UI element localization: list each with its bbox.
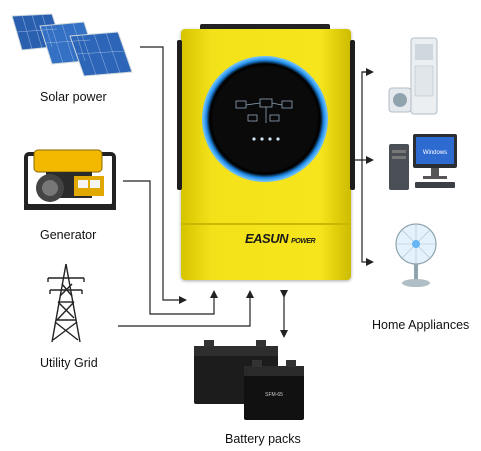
solar-power-label: Solar power <box>40 90 107 104</box>
battery-model: SFM-65 <box>265 392 283 398</box>
generator-wire <box>123 180 218 315</box>
brand-name: EASUN <box>245 231 289 246</box>
generator-icon <box>24 149 116 210</box>
electric-fan-icon <box>395 223 437 287</box>
solar-wire <box>140 46 178 301</box>
inverter-brand-logo: EASUN POWER <box>245 231 316 246</box>
desktop-computer-icon: Windows <box>389 134 457 190</box>
air-conditioner-icon <box>388 37 438 115</box>
home-appliances-label: Home Appliances <box>372 318 470 332</box>
inverter-display <box>202 56 328 182</box>
battery-packs-label: Battery packs <box>225 432 301 446</box>
solar-panel-icon <box>11 13 133 77</box>
display-diagram-icon <box>235 98 293 141</box>
utility-grid-label: Utility Grid <box>40 356 98 370</box>
inverter-side-left <box>177 40 182 190</box>
grid-wire <box>118 290 254 327</box>
generator-label: Generator <box>40 228 97 242</box>
brand-sub: POWER <box>291 238 316 245</box>
screen-text: Windows <box>423 150 447 156</box>
inverter-top-cover <box>200 24 330 32</box>
inverter-side-right <box>350 40 355 190</box>
inverter-panel-divider <box>181 223 351 225</box>
utility-grid-tower-icon <box>47 263 85 343</box>
battery-pack-icon: SFM-65 <box>194 340 304 420</box>
